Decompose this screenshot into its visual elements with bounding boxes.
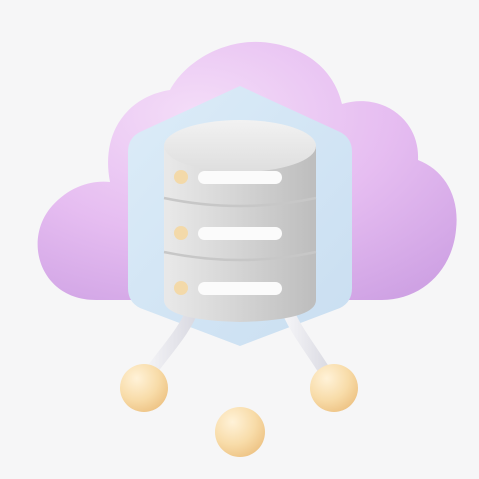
node-right bbox=[310, 364, 358, 412]
node-bottom bbox=[215, 407, 265, 457]
drive-slot-bar bbox=[198, 227, 282, 240]
database-server-icon bbox=[163, 120, 317, 322]
network-nodes bbox=[120, 364, 358, 457]
drive-slot-bar bbox=[198, 171, 282, 184]
status-led-icon bbox=[174, 170, 188, 184]
status-led-icon bbox=[174, 281, 188, 295]
status-led-icon bbox=[174, 226, 188, 240]
drive-slot-bar bbox=[198, 282, 282, 295]
node-left bbox=[120, 364, 168, 412]
